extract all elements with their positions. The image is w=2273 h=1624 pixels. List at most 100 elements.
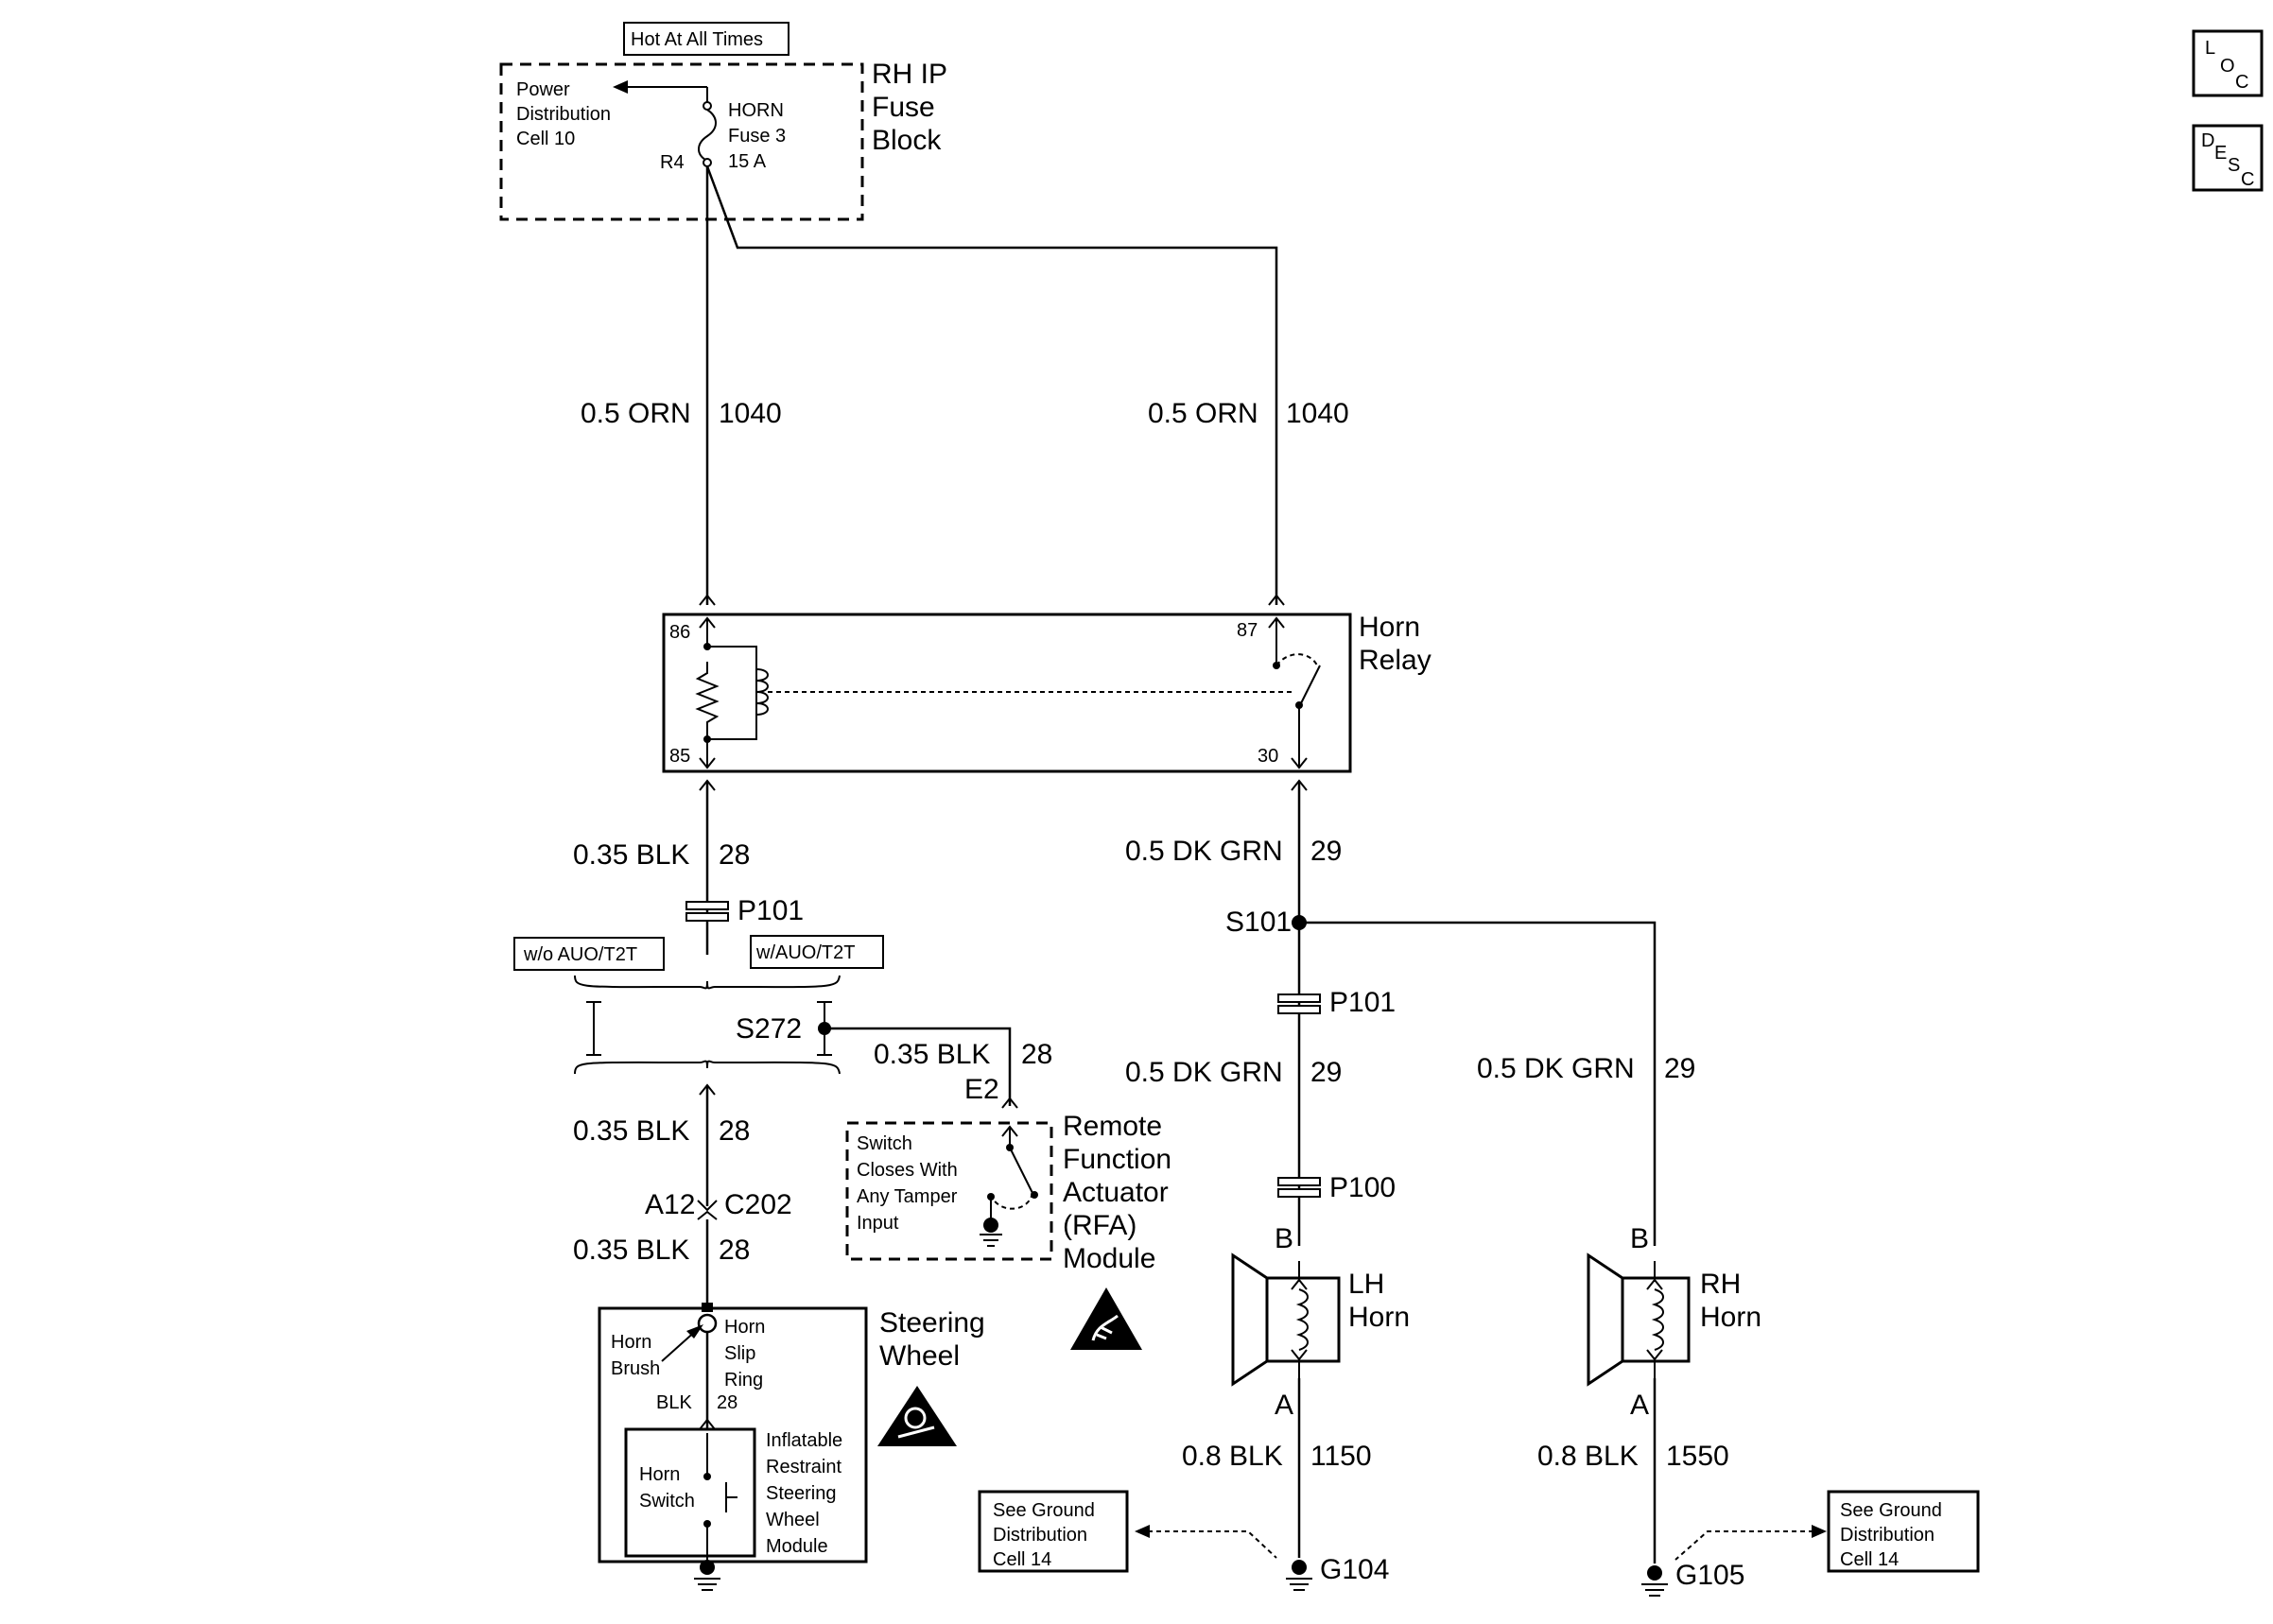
horn-slip-ring-label-3: Ring bbox=[724, 1370, 763, 1391]
svg-text:S: S bbox=[2228, 155, 2240, 176]
ground-ref-right[interactable]: See Ground Distribution Cell 14 bbox=[1827, 1490, 1980, 1573]
circuit-28-2: 28 bbox=[719, 1115, 750, 1147]
connector-arrow bbox=[1001, 1097, 1018, 1109]
wire-28-s272-to-rfa bbox=[824, 1027, 1012, 1106]
connector-p101-left: P101 bbox=[737, 895, 804, 926]
rh-horn-label-1: RH bbox=[1700, 1269, 1741, 1300]
connector-arrow bbox=[699, 594, 716, 606]
horn-relay-title-2: Relay bbox=[1359, 645, 1431, 676]
svg-text:E: E bbox=[2214, 143, 2227, 164]
rfa-module-title-4: (RFA) bbox=[1063, 1210, 1136, 1241]
connector-arrow bbox=[699, 1083, 716, 1096]
horn-relay-title: Horn bbox=[1359, 612, 1420, 643]
rfa-module-box bbox=[845, 1121, 1053, 1261]
desc-icon[interactable]: D E S C bbox=[2192, 124, 2264, 192]
connector-pin-a12: A12 bbox=[645, 1189, 695, 1220]
wire-label-rh-ground: 0.8 BLK bbox=[1537, 1441, 1639, 1472]
rh-horn-pin-a: A bbox=[1630, 1390, 1649, 1421]
wire-label-lh-ground: 0.8 BLK bbox=[1182, 1441, 1283, 1472]
rfa-module-title-1: Remote bbox=[1063, 1111, 1162, 1142]
connector-p101-right: P101 bbox=[1329, 987, 1396, 1018]
wire-label-blk-3: 0.35 BLK bbox=[573, 1235, 689, 1266]
ground-ref-left-line-1: See Ground bbox=[993, 1500, 1095, 1521]
rfa-note-line-1: Switch bbox=[857, 1133, 912, 1154]
lh-horn-pin-b: B bbox=[1275, 1223, 1293, 1254]
relay-pin-85: 85 bbox=[669, 746, 690, 767]
lh-horn-label-2: Horn bbox=[1348, 1302, 1410, 1333]
power-distribution-label-2: Distribution bbox=[516, 104, 611, 125]
connector-p101-right-icon bbox=[1277, 993, 1321, 1014]
horn-brush-label-2: Brush bbox=[611, 1358, 660, 1379]
svg-text:Hot At All Times: Hot At All Times bbox=[631, 29, 763, 50]
rfa-note-line-3: Any Tamper bbox=[857, 1186, 958, 1207]
inflatable-module-label-4: Wheel bbox=[766, 1510, 820, 1530]
ground-ref-right-line-2: Distribution bbox=[1840, 1525, 1935, 1546]
ground-g104: G104 bbox=[1320, 1554, 1389, 1585]
steering-wheel-title-2: Wheel bbox=[879, 1340, 960, 1372]
rfa-module-title-3: Actuator bbox=[1063, 1177, 1169, 1208]
horn-slip-ring-label-2: Slip bbox=[724, 1343, 755, 1364]
connector-c202: C202 bbox=[724, 1189, 792, 1220]
rh-ip-fuse-block-title-2: Fuse bbox=[872, 92, 935, 123]
wire-label-dkgrn-1: 0.5 DK GRN bbox=[1125, 836, 1283, 867]
svg-text:O: O bbox=[2220, 56, 2235, 77]
connector-c202-icon bbox=[697, 1200, 718, 1220]
horn-fuse-label: HORN bbox=[728, 100, 784, 121]
ground-ref-left-line-2: Distribution bbox=[993, 1525, 1087, 1546]
rfa-tamper-switch bbox=[980, 1125, 1038, 1247]
wire-label-blk-2: 0.35 BLK bbox=[573, 1115, 689, 1147]
steering-wire-circuit: 28 bbox=[717, 1392, 737, 1413]
ground-g104-icon bbox=[1286, 1560, 1312, 1591]
wire-label-dkgrn-2: 0.5 DK GRN bbox=[1125, 1057, 1283, 1088]
relay-pin-86: 86 bbox=[669, 622, 690, 643]
ground-ref-left-arrowhead bbox=[1135, 1525, 1150, 1538]
wire-29-s101-to-rh-horn bbox=[1299, 921, 1657, 1246]
wire-1040-right bbox=[705, 165, 1278, 605]
inflatable-module-label-2: Restraint bbox=[766, 1457, 842, 1477]
rfa-module-title-5: Module bbox=[1063, 1243, 1155, 1274]
circuit-28-s272: 28 bbox=[1021, 1039, 1052, 1070]
horn-brush-label-1: Horn bbox=[611, 1332, 651, 1353]
rh-horn-icon bbox=[1587, 1253, 1691, 1387]
lh-horn-icon bbox=[1231, 1253, 1341, 1387]
steering-wire-color: BLK bbox=[656, 1392, 692, 1413]
option-brace-bottom bbox=[574, 1060, 841, 1075]
lh-horn-pin-a: A bbox=[1275, 1390, 1293, 1421]
relay-pin-30: 30 bbox=[1258, 746, 1278, 767]
fuse-pin-r4: R4 bbox=[660, 152, 685, 173]
horn-slip-ring-icon bbox=[697, 1313, 718, 1334]
wire-label-orn-left: 0.5 ORN bbox=[581, 398, 691, 429]
connector-p101-left-icon bbox=[685, 901, 729, 922]
circuit-1040-right: 1040 bbox=[1286, 398, 1349, 429]
circuit-28-1: 28 bbox=[719, 839, 750, 871]
circuit-29-1: 29 bbox=[1310, 836, 1342, 867]
connector-arrow bbox=[699, 1418, 716, 1430]
wire-label-dkgrn-3: 0.5 DK GRN bbox=[1477, 1053, 1635, 1084]
circuit-1150: 1150 bbox=[1310, 1441, 1372, 1472]
lh-horn-label-1: LH bbox=[1348, 1269, 1384, 1300]
inflatable-module-label-3: Steering bbox=[766, 1483, 837, 1504]
connector-arrow bbox=[699, 779, 716, 791]
relay-switch bbox=[1268, 616, 1321, 769]
horn-fuse-number: Fuse 3 bbox=[728, 126, 786, 147]
power-distribution-label: Power bbox=[516, 79, 570, 100]
inflatable-module-label-1: Inflatable bbox=[766, 1430, 842, 1451]
circuit-28-3: 28 bbox=[719, 1235, 750, 1266]
connector-p100: P100 bbox=[1329, 1172, 1396, 1203]
svg-text:w/o AUO/T2T: w/o AUO/T2T bbox=[523, 944, 637, 965]
connector-p100-icon bbox=[1277, 1177, 1321, 1198]
inflatable-module-label-5: Module bbox=[766, 1536, 828, 1557]
power-distribution-label-3: Cell 10 bbox=[516, 129, 575, 149]
loc-icon[interactable]: L O C bbox=[2192, 29, 2264, 97]
option-brace-top bbox=[574, 975, 841, 990]
esd-warning-icon bbox=[1070, 1287, 1142, 1350]
rh-ip-fuse-block-title: RH IP bbox=[872, 59, 947, 90]
splice-s272: S272 bbox=[736, 1013, 802, 1045]
ground-ref-left[interactable]: See Ground Distribution Cell 14 bbox=[978, 1490, 1129, 1573]
relay-coil bbox=[695, 616, 1292, 769]
svg-text:C: C bbox=[2241, 169, 2254, 190]
relay-pin-87: 87 bbox=[1237, 620, 1258, 641]
connector-arrow bbox=[1291, 779, 1308, 791]
ground-ref-left-line-3: Cell 14 bbox=[993, 1549, 1051, 1570]
